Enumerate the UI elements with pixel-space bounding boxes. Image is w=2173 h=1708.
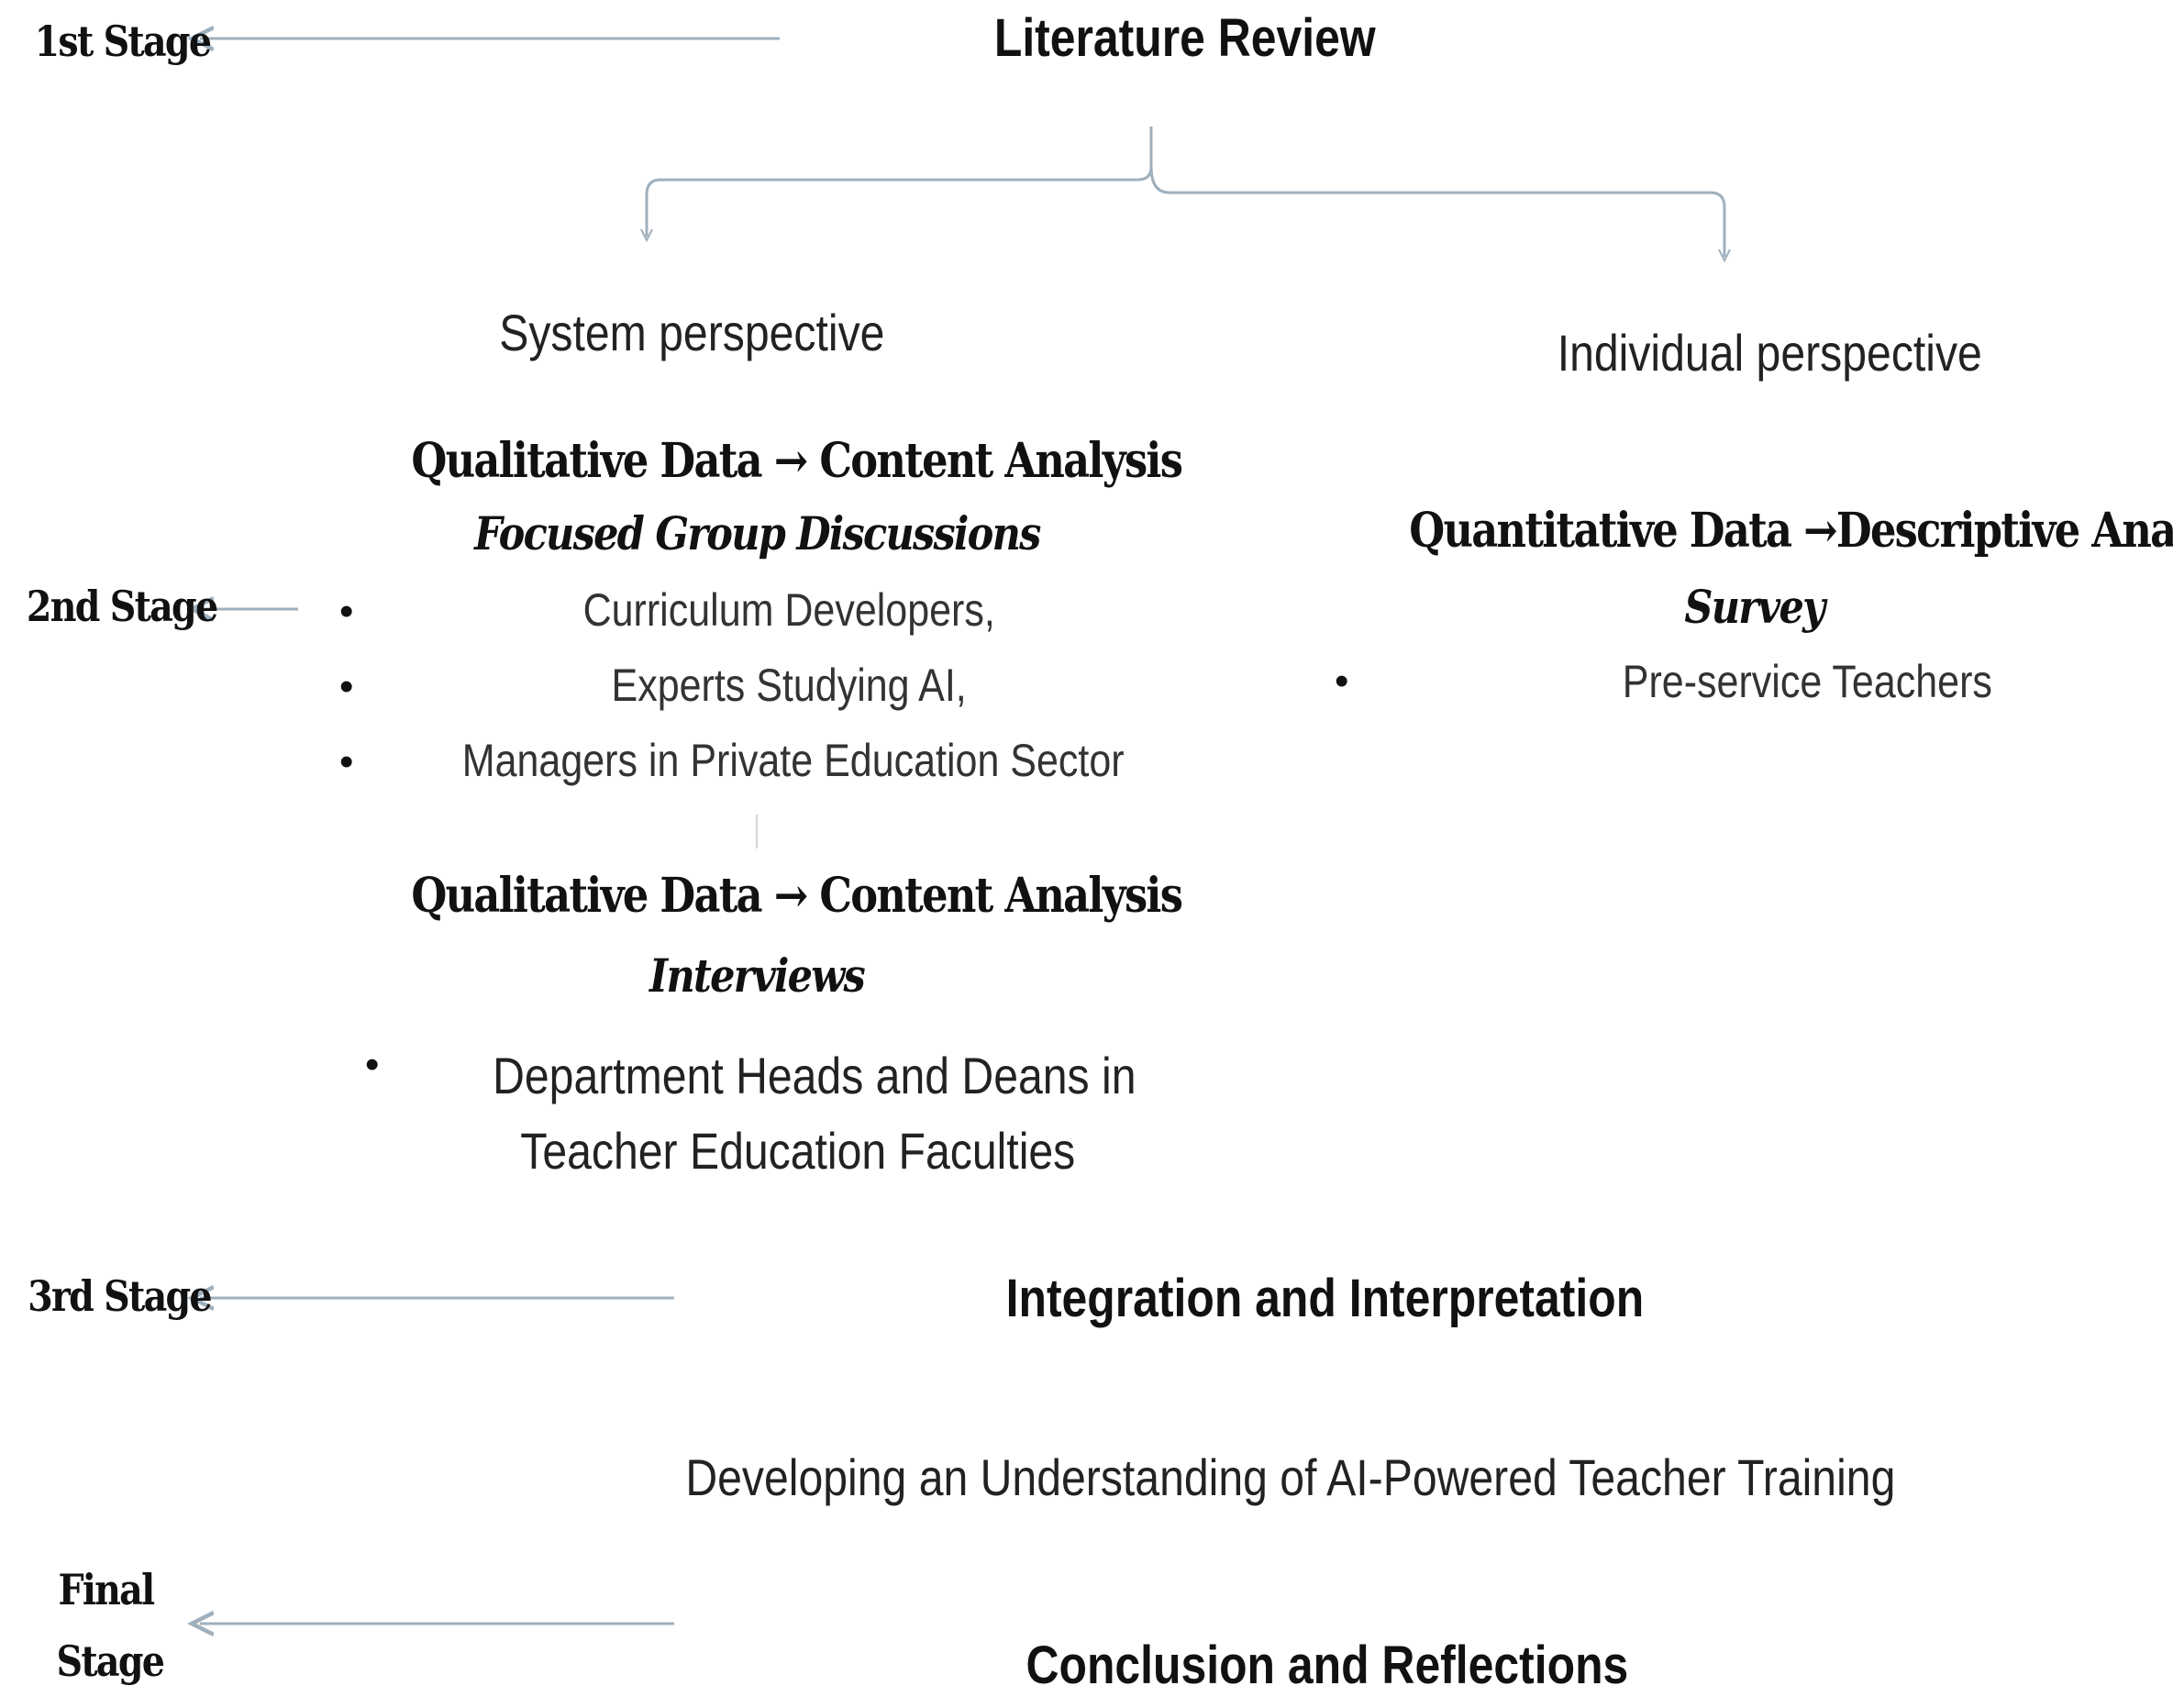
conclusion-title: Conclusion and Reflections xyxy=(1026,1636,1629,1695)
interviews-method: Qualitative Data → Content Analysis xyxy=(411,868,1183,924)
literature-review-title: Literature Review xyxy=(993,8,1376,68)
interviews-item-line1: Department Heads and Deans in xyxy=(493,1047,1136,1104)
fgd-method: Qualitative Data → Content Analysis xyxy=(411,433,1183,489)
integration-title: Integration and Interpretation xyxy=(1005,1269,1645,1328)
stage-label-3: 3rd Stage xyxy=(28,1271,212,1321)
system-perspective-title: System perspective xyxy=(499,304,885,361)
survey-tool: Survey xyxy=(1684,580,1825,634)
stage-label-final-line2: Stage xyxy=(56,1636,165,1686)
survey-item-pre-service-teachers: Pre-service Teachers xyxy=(1622,656,1992,707)
survey-bullet: • xyxy=(1335,659,1349,704)
fgd-bullet-3: • xyxy=(339,739,354,784)
fgd-item-experts-ai: Experts Studying AI, xyxy=(611,660,967,711)
survey-method: Quantitative Data →Descriptive Analysis xyxy=(1409,503,2173,559)
fgd-tool: Focused Group Discussions xyxy=(473,506,1041,560)
understanding-text: Developing an Understanding of AI-Powere… xyxy=(685,1448,1896,1506)
fgd-item-managers: Managers in Private Education Sector xyxy=(462,735,1125,786)
fgd-item-curriculum-developers: Curriculum Developers, xyxy=(582,584,995,636)
stage-label-2: 2nd Stage xyxy=(26,582,218,631)
stage-label-1: 1st Stage xyxy=(34,17,212,66)
stage-label-final-line1: Final xyxy=(58,1565,155,1614)
interviews-bullet: • xyxy=(365,1042,380,1087)
branch-right-arrowhead xyxy=(1718,249,1731,263)
literature-branch-connector xyxy=(645,127,1726,257)
fgd-bullet-1: • xyxy=(339,589,354,634)
interviews-item-line2: Teacher Education Faculties xyxy=(520,1122,1076,1180)
fgd-bullet-2: • xyxy=(339,664,354,709)
interviews-tool: Interviews xyxy=(649,948,866,1003)
branch-left-arrowhead xyxy=(640,228,653,243)
individual-perspective-title: Individual perspective xyxy=(1557,324,1982,382)
